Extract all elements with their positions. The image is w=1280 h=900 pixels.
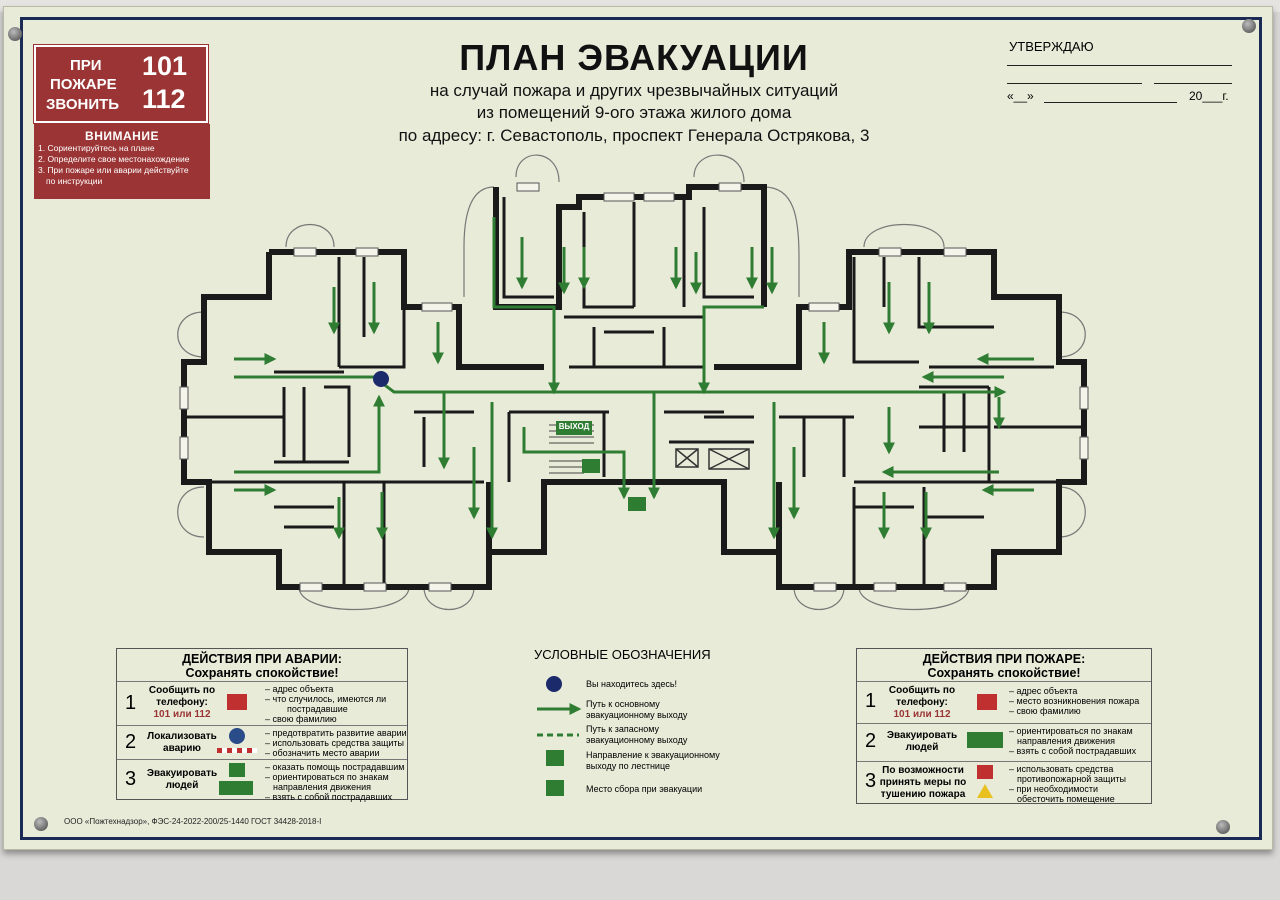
step-number: 2	[865, 730, 877, 752]
step-number: 3	[865, 770, 877, 792]
attention-item: по инструкции	[46, 176, 103, 186]
board-frame	[20, 17, 1262, 840]
step-number: 1	[865, 690, 877, 712]
step-details: – предотвратить развитие аварии– использ…	[265, 728, 407, 758]
warning-icon	[977, 784, 993, 798]
screw-icon	[1242, 19, 1256, 33]
you-are-here-marker	[373, 371, 389, 387]
stair-exit-icon	[582, 459, 600, 473]
step-number: 1	[125, 692, 137, 714]
legend-item: Место сбора при эвакуации	[586, 784, 703, 794]
fire-call-box: ПРИ ПОЖАРЕ ЗВОНИТЬ 101 112	[33, 44, 209, 124]
attention-item: 3. При пожаре или аварии действуйте	[38, 165, 189, 175]
evacuation-plan-board: ПРИ ПОЖАРЕ ЗВОНИТЬ 101 112 ВНИМАНИЕ 1. С…	[3, 6, 1273, 850]
plan-subtitle-1: на случай пожара и других чрезвычайных с…	[429, 81, 839, 100]
first-aid-icon	[229, 763, 245, 777]
assembly-point-icon	[628, 497, 646, 511]
fire-title: ДЕЙСТВИЯ ПРИ ПОЖАРЕ:	[922, 652, 1086, 666]
exit-sign-label: ВЫХОД	[558, 422, 590, 431]
step-details: – оказать помощь пострадавшим– ориентиро…	[265, 762, 405, 802]
phone-icon	[227, 694, 247, 710]
legend-title: УСЛОВНЫЕ ОБОЗНАЧЕНИЯ	[534, 647, 711, 662]
step-number: 2	[125, 731, 137, 753]
screw-icon	[34, 817, 48, 831]
plan-subtitle-2: из помещений 9-ого этажа жилого дома	[476, 103, 792, 122]
barrier-tape-icon	[217, 748, 257, 753]
step-number: 3	[125, 768, 137, 790]
assembly-point-sign-icon	[546, 780, 564, 796]
signature-line	[1007, 65, 1232, 66]
balconies	[177, 154, 1086, 611]
protection-icon	[229, 728, 245, 744]
attention-box: ВНИМАНИЕ 1. Сориентируйтесь на плане 2. …	[34, 124, 210, 199]
exit-direction-icon	[967, 732, 1003, 748]
attention-title: ВНИМАНИЕ	[85, 129, 159, 143]
attention-item: 2. Определите свое местонахождение	[38, 154, 190, 164]
accident-title: ДЕЙСТВИЯ ПРИ АВАРИИ:	[182, 652, 342, 666]
signature-line	[1007, 83, 1142, 84]
date-day: «__»	[1007, 89, 1034, 103]
exit-sign	[556, 421, 592, 435]
inner-walls	[184, 197, 1084, 587]
date-line	[1044, 102, 1177, 103]
main-evacuation-route	[234, 217, 1034, 540]
phone-icon	[977, 694, 997, 710]
screw-icon	[1216, 820, 1230, 834]
floor-plan	[177, 154, 1089, 611]
legend-icons	[537, 676, 582, 796]
call-line1: ПРИ	[70, 57, 102, 74]
accident-subtitle: Сохранять спокойствие!	[185, 666, 339, 680]
call-line3: ЗВОНИТЬ	[46, 96, 120, 113]
you-are-here-dot-icon	[546, 676, 562, 692]
elevator-shafts	[675, 448, 750, 470]
fire-actions-panel: ДЕЙСТВИЯ ПРИ ПОЖАРЕ: Сохранять спокойств…	[856, 648, 1152, 804]
windows	[179, 182, 1089, 592]
attention-item: 1. Сориентируйтесь на плане	[38, 143, 155, 153]
accident-actions-panel: ДЕЙСТВИЯ ПРИ АВАРИИ: Сохранять спокойств…	[116, 648, 408, 802]
plan-subtitle-3: по адресу: г. Севастополь, проспект Гене…	[398, 126, 870, 145]
date-year: 20___г.	[1189, 89, 1229, 103]
plan-title: ПЛАН ЭВАКУАЦИИ	[459, 37, 809, 78]
call-number-112: 112	[142, 84, 186, 114]
stair-exit-sign-icon	[546, 750, 564, 766]
footer-credit: ООО «Пожтехнадзор», ФЭС-24-2022-200/25-1…	[64, 817, 322, 826]
exit-direction-icon	[219, 781, 253, 795]
fire-extinguisher-icon	[977, 765, 993, 779]
call-line2: ПОЖАРЕ	[50, 76, 117, 93]
legend-item: Вы находитесь здесь!	[586, 679, 678, 689]
signature-line	[1154, 83, 1232, 84]
step-details: – адрес объекта– место возникновения пож…	[1009, 686, 1140, 716]
step-details: – адрес объекта– что случилось, имеются …	[265, 684, 387, 724]
call-number-101: 101	[142, 51, 188, 81]
approve-label: УТВЕРЖДАЮ	[1009, 39, 1094, 54]
fire-subtitle: Сохранять спокойствие!	[927, 666, 1081, 680]
screw-icon	[8, 27, 22, 41]
